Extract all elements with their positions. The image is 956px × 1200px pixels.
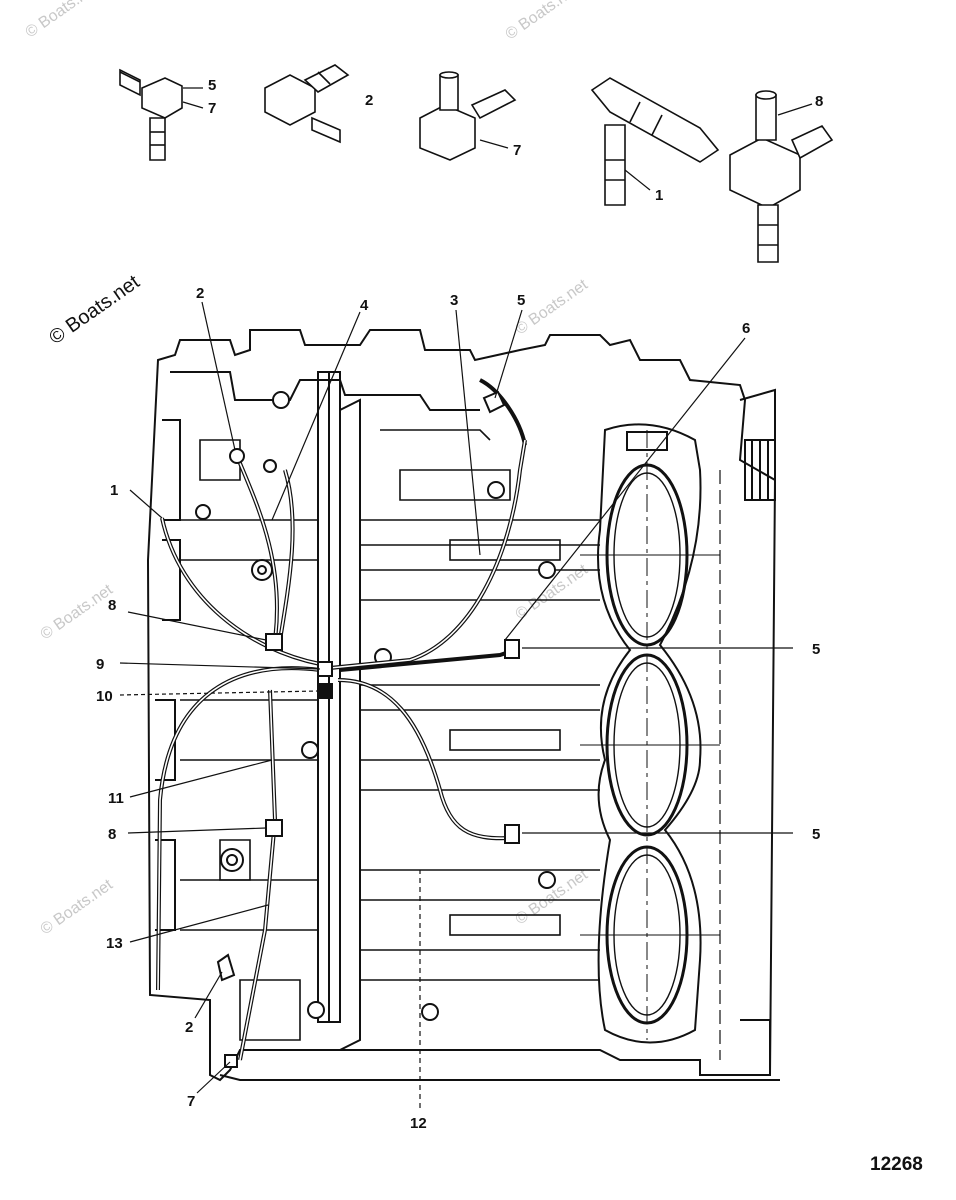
callout-label: 5 [812, 641, 820, 658]
callout-label: 9 [96, 656, 104, 673]
hoses [156, 378, 527, 1061]
fitting-e [729, 90, 834, 263]
watermark-main: © Boats.net [45, 271, 144, 349]
callout-label: 1 [655, 187, 663, 204]
leader-lines [119, 301, 793, 1108]
callout-label: 11 [108, 790, 124, 807]
watermark: © Boats.net [38, 876, 117, 938]
callout-label: 5 [517, 292, 525, 309]
callout-label: 7 [208, 100, 216, 117]
hose-highlights [157, 439, 526, 1061]
callout-label: 2 [185, 1019, 193, 1036]
watermark: © Boats.net [503, 0, 582, 43]
fitting-c [419, 71, 517, 161]
callout-label: 10 [96, 688, 113, 705]
fittings-row [119, 64, 834, 263]
callout-label: 5 [812, 826, 820, 843]
watermark: © Boats.net [38, 581, 117, 643]
callout-label: 13 [106, 935, 123, 952]
bolt-holes [195, 391, 556, 1021]
callout-label: 7 [513, 142, 521, 159]
fitting-d [590, 77, 720, 206]
callout-label: 7 [187, 1093, 195, 1110]
callout-labels: 5 7 2 7 1 8 2 4 3 5 6 1 8 9 10 11 8 13 2… [96, 77, 823, 1132]
center-rib [317, 371, 361, 1051]
callout-label: 3 [450, 292, 458, 309]
callout-label: 6 [742, 320, 750, 337]
fitting-b [264, 64, 350, 144]
callout-label: 2 [196, 285, 204, 302]
figure-number: 12268 [870, 1154, 923, 1175]
block-fittings [216, 390, 520, 1068]
powerhead-block [146, 329, 780, 1082]
callout-label: 12 [410, 1115, 427, 1132]
callout-label: 5 [208, 77, 216, 94]
callout-label: 1 [110, 482, 118, 499]
fitting-a [119, 68, 183, 161]
block-ribs [180, 429, 600, 1041]
callout-label: 2 [365, 92, 373, 109]
watermark: © Boats.net [23, 0, 102, 41]
cylinder-bank [580, 423, 721, 1060]
callout-label: 4 [360, 297, 369, 314]
callout-label: 8 [815, 93, 823, 110]
callout-label: 8 [108, 597, 116, 614]
callout-label: 8 [108, 826, 116, 843]
